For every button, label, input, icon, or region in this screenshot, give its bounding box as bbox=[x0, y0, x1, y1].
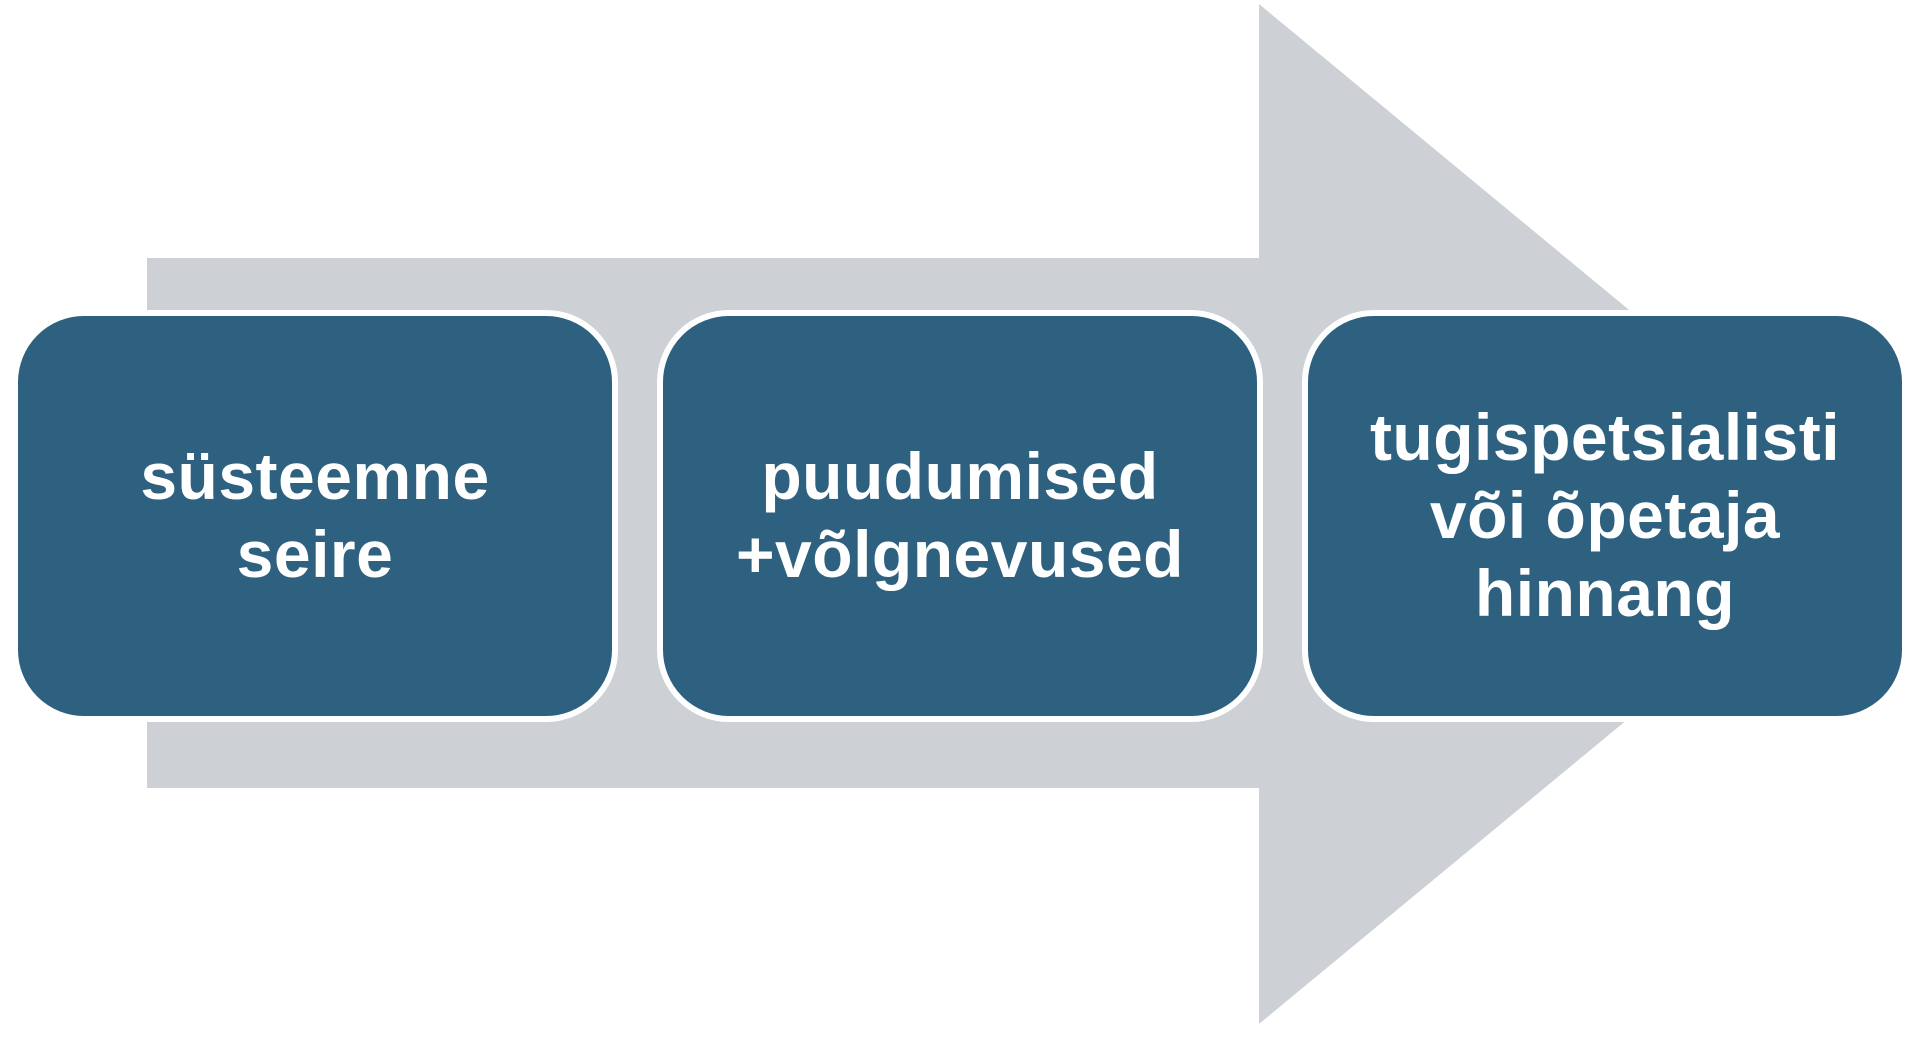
step-box-specialist-teacher-assessment: tugispetsialisti või õpetaja hinnang bbox=[1302, 310, 1908, 722]
step-label: süsteemne seire bbox=[140, 439, 490, 591]
step-label: tugispetsialisti või õpetaja hinnang bbox=[1369, 400, 1841, 630]
step-label: puudumised +võlgnevused bbox=[736, 439, 1184, 591]
step-box-systematic-monitoring: süsteemne seire bbox=[12, 310, 618, 722]
step-box-absences-debts: puudumised +võlgnevused bbox=[657, 310, 1263, 722]
